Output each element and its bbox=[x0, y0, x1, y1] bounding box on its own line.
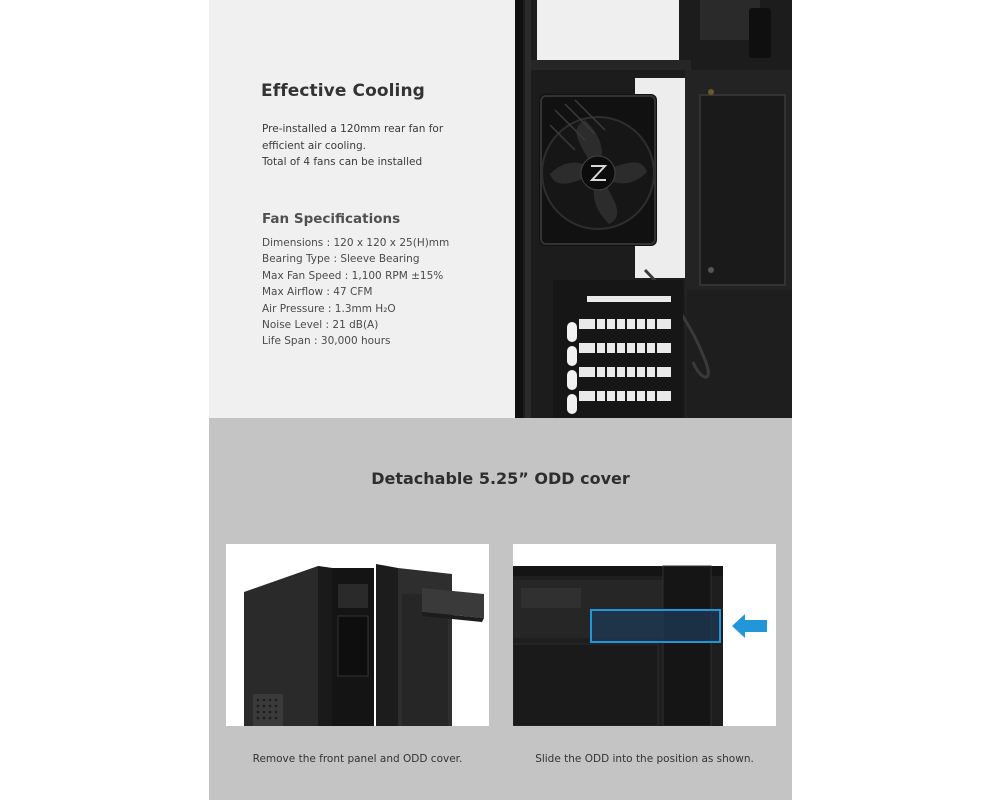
odd-section: Detachable 5.25” ODD cover bbox=[209, 418, 792, 800]
spec-max-fan-speed: Max Fan Speed : 1,100 RPM ±15% bbox=[262, 269, 444, 282]
cooling-description-line: Pre-installed a 120mm rear fan for bbox=[262, 123, 444, 135]
case-interior-photo bbox=[515, 0, 792, 418]
arrow-left-icon bbox=[732, 614, 767, 638]
cooling-title: Effective Cooling bbox=[261, 81, 425, 101]
fan-specs-list: Dimensions : 120 x 120 x 25(H)mm Bearing… bbox=[262, 235, 449, 350]
cooling-description: Pre-installed a 120mm rear fan for effic… bbox=[262, 121, 492, 171]
odd-title: Detachable 5.25” ODD cover bbox=[371, 469, 630, 488]
front-panel-photo bbox=[226, 544, 489, 726]
spec-air-pressure: Air Pressure : 1.3mm H₂O bbox=[262, 302, 396, 315]
spec-bearing-type: Bearing Type : Sleeve Bearing bbox=[262, 253, 420, 266]
spec-dimensions: Dimensions : 120 x 120 x 25(H)mm bbox=[262, 237, 450, 249]
fan-specs-title: Fan Specifications bbox=[262, 211, 401, 227]
caption-remove-panel: Remove the front panel and ODD cover. bbox=[252, 753, 463, 765]
product-page: Effective Cooling Pre-installed a 120mm … bbox=[209, 0, 792, 800]
spec-max-airflow: Max Airflow : 47 CFM bbox=[262, 286, 373, 299]
cooling-description-line: efficient air cooling. bbox=[262, 139, 366, 152]
caption-slide-odd: Slide the ODD into the position as shown… bbox=[535, 753, 754, 765]
fan-icon bbox=[539, 94, 657, 246]
spec-life-span: Life Span : 30,000 hours bbox=[262, 335, 391, 348]
cooling-section: Effective Cooling Pre-installed a 120mm … bbox=[209, 0, 792, 418]
odd-position-photo bbox=[513, 544, 776, 726]
spec-noise-level: Noise Level : 21 dB(A) bbox=[262, 319, 379, 332]
cooling-description-line: Total of 4 fans can be installed bbox=[262, 156, 423, 168]
